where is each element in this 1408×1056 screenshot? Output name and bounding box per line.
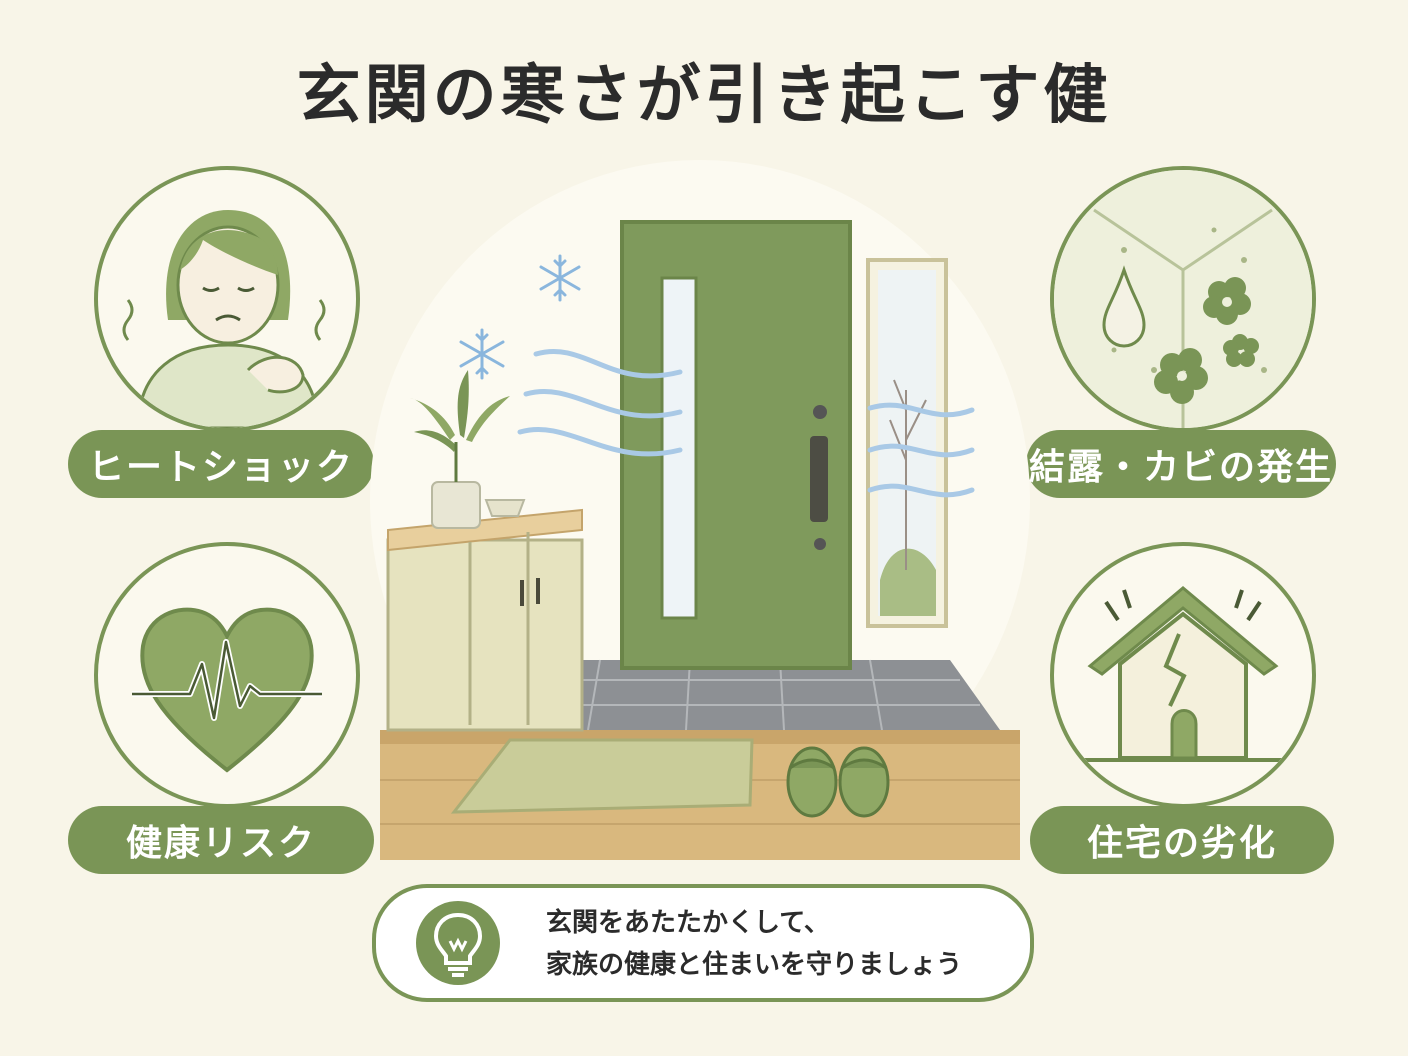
health-risk-illustration [94, 542, 360, 808]
heat-shock-illustration [94, 166, 360, 432]
tip-line-1: 玄関をあたたかくして、 [546, 908, 830, 938]
health-risk-label: 健康リスク [68, 806, 374, 874]
condensation-mold-illustration [1050, 166, 1316, 432]
tip-line-2: 家族の健康と住まいを守りましょう [546, 950, 963, 980]
mold-drop-icon [1054, 170, 1312, 428]
shivering-person-icon [122, 210, 326, 428]
lightbulb-icon [416, 901, 500, 985]
potted-plant [410, 370, 510, 529]
condensation-mold-label: 結露・カビの発生 [1026, 430, 1336, 498]
page-title: 玄関の寒さが引き起こす健 [296, 59, 1112, 133]
entrance-scene [370, 160, 1030, 860]
cracked-house-icon [1084, 586, 1282, 762]
tip-text: 玄関をあたたかくして、 家族の健康と住まいを守りましょう [546, 902, 962, 986]
tip-banner: 玄関をあたたかくして、 家族の健康と住まいを守りましょう [372, 884, 1034, 1002]
cold-air-lines [517, 349, 975, 498]
house-deterioration-label: 住宅の劣化 [1030, 806, 1334, 874]
heat-shock-label: ヒートショック [68, 430, 374, 498]
slippers [786, 746, 890, 818]
heart-pulse-icon [132, 607, 322, 773]
snowflake-icon [459, 254, 581, 380]
house-deterioration-illustration [1050, 542, 1316, 808]
